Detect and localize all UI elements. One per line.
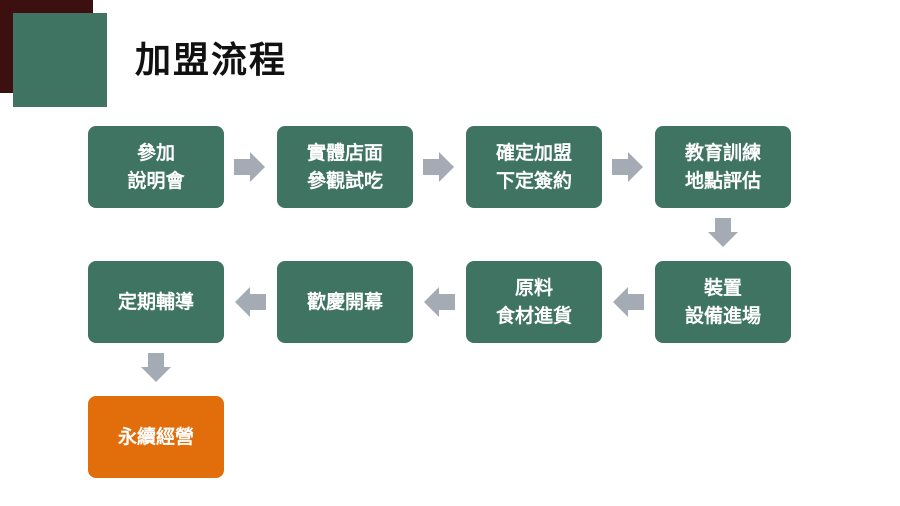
step-9-box: 永續經營 xyxy=(88,396,224,478)
arrow-right-icon xyxy=(423,152,454,182)
step-4-box: 教育訓練 地點評估 xyxy=(655,126,791,208)
arrow-left-icon xyxy=(235,287,266,317)
step-1-box: 參加 說明會 xyxy=(88,126,224,208)
page-title: 加盟流程 xyxy=(135,39,288,81)
step-7-box: 歡慶開幕 xyxy=(277,261,413,343)
arrow-down-icon xyxy=(141,353,171,382)
step-3-box: 確定加盟 下定簽約 xyxy=(466,126,602,208)
corner-decoration-teal xyxy=(13,13,107,107)
arrow-left-icon xyxy=(424,287,455,317)
step-2-box: 實體店面 參觀試吃 xyxy=(277,126,413,208)
arrow-left-icon xyxy=(613,287,644,317)
arrow-down-icon xyxy=(708,218,738,247)
arrow-right-icon xyxy=(234,152,265,182)
arrow-right-icon xyxy=(612,152,643,182)
step-8-box: 定期輔導 xyxy=(88,261,224,343)
step-6-box: 原料 食材進貨 xyxy=(466,261,602,343)
step-5-box: 裝置 設備進場 xyxy=(655,261,791,343)
